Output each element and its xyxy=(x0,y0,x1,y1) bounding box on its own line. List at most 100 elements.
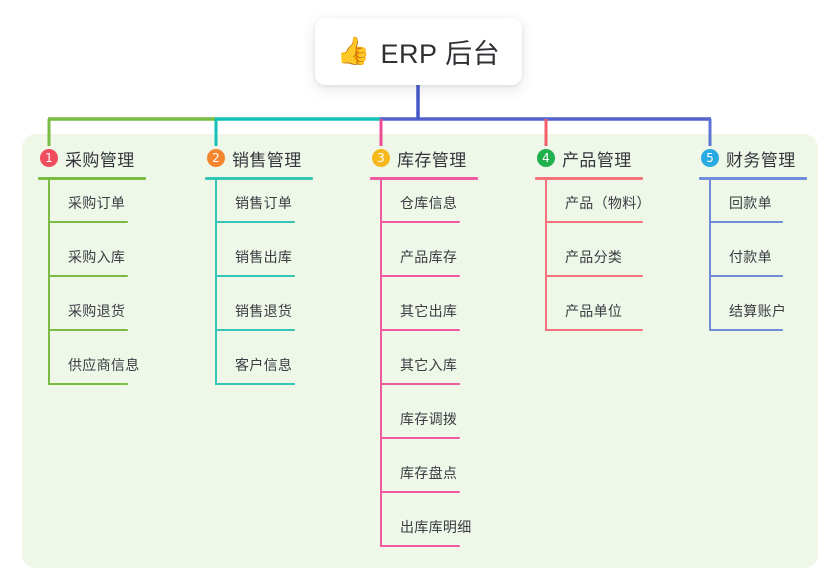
branch-header-4[interactable]: 4 产品管理 xyxy=(535,146,643,170)
branch-item[interactable]: 仓库信息 xyxy=(370,180,478,234)
branch-item[interactable]: 产品分类 xyxy=(535,234,643,288)
diagram-background-panel xyxy=(22,134,818,568)
branch-item-label: 采购退货 xyxy=(68,303,126,319)
branch-title: 采购管理 xyxy=(65,150,135,170)
branch-item-label: 产品单位 xyxy=(565,303,623,319)
branch-item-rule xyxy=(380,491,460,493)
branch-item-label: 出库库明细 xyxy=(400,519,472,535)
branch-item[interactable]: 出库库明细 xyxy=(370,504,478,558)
branch-item-rule xyxy=(545,275,643,277)
branch-item[interactable]: 产品库存 xyxy=(370,234,478,288)
branch-item-rule xyxy=(48,221,128,223)
branch-items: 销售订单销售出库销售退货客户信息 xyxy=(205,180,313,396)
branch-item-rule xyxy=(380,275,460,277)
branch-item-rule xyxy=(380,221,460,223)
branch-item-label: 产品（物料） xyxy=(565,195,651,211)
branch-item-label: 付款单 xyxy=(729,249,772,265)
branch-item-label: 库存调拨 xyxy=(400,411,458,427)
branch-item-label: 其它入库 xyxy=(400,357,458,373)
branch-item[interactable]: 产品（物料） xyxy=(535,180,651,234)
branch-item-label: 供应商信息 xyxy=(68,357,140,373)
branch-item-rule xyxy=(709,221,783,223)
branch-items: 采购订单采购入库采购退货供应商信息 xyxy=(38,180,146,396)
branch-title: 销售管理 xyxy=(232,150,302,170)
branch-item-rule xyxy=(380,437,460,439)
branch-title: 产品管理 xyxy=(562,150,632,170)
branch-column-4: 4 产品管理产品（物料） 产品分类产品单位 xyxy=(535,146,651,342)
branch-item[interactable]: 采购订单 xyxy=(38,180,146,234)
branch-item-label: 回款单 xyxy=(729,195,772,211)
branch-column-1: 1 采购管理采购订单采购入库采购退货供应商信息 xyxy=(38,146,146,396)
branch-item-label: 仓库信息 xyxy=(400,195,458,211)
branch-number-badge: 5 xyxy=(701,149,719,167)
branch-column-3: 3 库存管理仓库信息产品库存其它出库其它入库库存调拨库存盘点出库库明细 xyxy=(370,146,478,558)
branch-item-rule xyxy=(215,221,295,223)
branch-item-label: 销售出库 xyxy=(235,249,293,265)
branch-title: 库存管理 xyxy=(397,150,467,170)
branch-item-rule xyxy=(48,383,128,385)
branch-item-label: 产品分类 xyxy=(565,249,623,265)
branch-items: 产品（物料） 产品分类产品单位 xyxy=(535,180,651,342)
branch-item[interactable]: 采购入库 xyxy=(38,234,146,288)
root-node-title: ERP 后台 xyxy=(380,39,501,69)
branch-spine xyxy=(709,180,711,331)
branch-number-badge: 2 xyxy=(207,149,225,167)
branch-item[interactable]: 产品单位 xyxy=(535,288,643,342)
branch-underline xyxy=(38,177,146,180)
branch-item-label: 客户信息 xyxy=(235,357,293,373)
branch-item-label: 其它出库 xyxy=(400,303,458,319)
branch-item-label: 结算账户 xyxy=(729,303,787,319)
branch-column-2: 2 销售管理销售订单销售出库销售退货客户信息 xyxy=(205,146,313,396)
branch-item[interactable]: 销售出库 xyxy=(205,234,313,288)
branch-item[interactable]: 销售订单 xyxy=(205,180,313,234)
branch-item-rule xyxy=(709,275,783,277)
branch-item-label: 产品库存 xyxy=(400,249,458,265)
branch-item[interactable]: 付款单 xyxy=(699,234,807,288)
branch-item-rule xyxy=(380,383,460,385)
branch-item[interactable]: 供应商信息 xyxy=(38,342,146,396)
branch-header-3[interactable]: 3 库存管理 xyxy=(370,146,478,170)
branch-item[interactable]: 库存调拨 xyxy=(370,396,478,450)
branch-spine xyxy=(48,180,50,385)
branch-number-badge: 4 xyxy=(537,149,555,167)
branch-item[interactable]: 其它入库 xyxy=(370,342,478,396)
branch-item-rule xyxy=(380,329,460,331)
branch-header-2[interactable]: 2 销售管理 xyxy=(205,146,313,170)
branch-title: 财务管理 xyxy=(726,150,796,170)
branch-item[interactable]: 库存盘点 xyxy=(370,450,478,504)
branch-item-label: 采购订单 xyxy=(68,195,126,211)
branch-underline xyxy=(205,177,313,180)
branch-column-5: 5 财务管理回款单付款单结算账户 xyxy=(699,146,807,342)
branch-items: 仓库信息产品库存其它出库其它入库库存调拨库存盘点出库库明细 xyxy=(370,180,478,558)
branch-item[interactable]: 采购退货 xyxy=(38,288,146,342)
branch-item[interactable]: 结算账户 xyxy=(699,288,807,342)
branch-number-badge: 1 xyxy=(40,149,58,167)
branch-item-rule xyxy=(545,329,643,331)
branch-item-rule xyxy=(215,383,295,385)
branch-underline xyxy=(535,177,643,180)
branch-item-label: 库存盘点 xyxy=(400,465,458,481)
branch-spine xyxy=(545,180,547,331)
branch-spine xyxy=(215,180,217,385)
branch-item-rule xyxy=(545,221,643,223)
branch-spine xyxy=(380,180,382,547)
branch-item[interactable]: 销售退货 xyxy=(205,288,313,342)
branch-header-1[interactable]: 1 采购管理 xyxy=(38,146,146,170)
branch-item-label: 销售退货 xyxy=(235,303,293,319)
branch-item[interactable]: 客户信息 xyxy=(205,342,313,396)
branch-header-5[interactable]: 5 财务管理 xyxy=(699,146,807,170)
branch-underline xyxy=(699,177,807,180)
branch-item-label: 销售订单 xyxy=(235,195,293,211)
thumbs-up-icon: 👍 xyxy=(336,36,371,66)
root-node-card[interactable]: 👍 ERP 后台 xyxy=(315,18,522,85)
branch-item[interactable]: 其它出库 xyxy=(370,288,478,342)
branch-item-rule xyxy=(48,329,128,331)
branch-item-rule xyxy=(380,545,460,547)
branch-item[interactable]: 回款单 xyxy=(699,180,807,234)
branch-underline xyxy=(370,177,478,180)
branch-item-rule xyxy=(709,329,783,331)
branch-items: 回款单付款单结算账户 xyxy=(699,180,807,342)
branch-item-rule xyxy=(215,329,295,331)
branch-number-badge: 3 xyxy=(372,149,390,167)
